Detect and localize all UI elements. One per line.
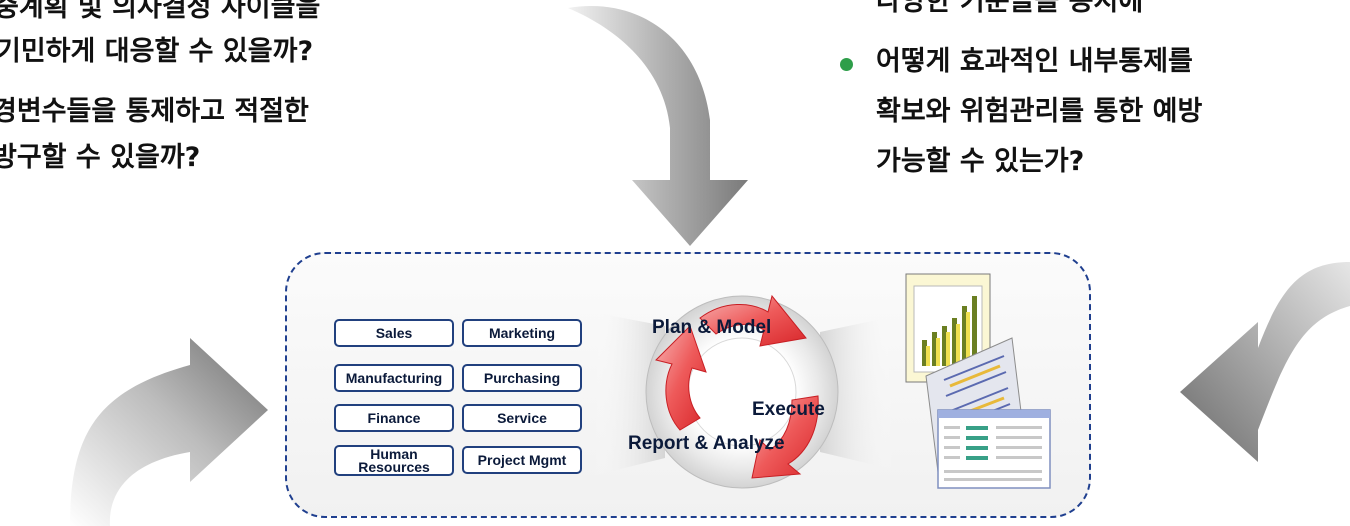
plan-cycle-arrow	[699, 294, 807, 347]
function-box-human-resources: Human Resources	[334, 445, 454, 476]
right-question-line-2: 어떻게 효과적인 내부통제를	[876, 46, 1193, 77]
right-question-line-4: 가능할 수 있는가?	[876, 146, 1085, 177]
bullet-icon	[840, 58, 853, 71]
function-box-manufacturing: Manufacturing	[334, 364, 454, 392]
report-images	[905, 273, 1051, 489]
cycle-label-execute: Execute	[752, 399, 825, 420]
report-cycle-arrow	[655, 325, 707, 431]
right-beam	[820, 316, 895, 470]
function-box-purchasing: Purchasing	[462, 364, 582, 392]
left-question-line-4: 방구할 수 있을까?	[0, 142, 201, 173]
right-question-line-1: 다양한 기준들을 동시에	[876, 0, 1144, 17]
execute-cycle-arrow	[751, 395, 819, 479]
function-box-sales: Sales	[334, 319, 454, 347]
top-curved-arrow	[568, 6, 748, 246]
left-question-line-2: 기민하게 대응할 수 있을까?	[0, 36, 314, 67]
function-box-finance: Finance	[334, 404, 454, 432]
function-box-project-mgmt: Project Mgmt	[462, 446, 582, 474]
left-beam	[592, 312, 665, 476]
left-question-line-3: 경변수들을 통제하고 적절한	[0, 96, 309, 127]
function-box-marketing: Marketing	[462, 319, 582, 347]
function-box-service: Service	[462, 404, 582, 432]
cycle-label-report: Report & Analyze	[628, 433, 785, 454]
left-curved-arrow	[70, 338, 268, 526]
left-question-line-1: 중계획 및 의사결정 사이클을	[0, 0, 321, 23]
cycle-label-plan: Plan & Model	[652, 317, 772, 338]
right-curved-arrow	[1180, 262, 1350, 462]
right-question-line-3: 확보와 위험관리를 통한 예방	[876, 96, 1203, 127]
